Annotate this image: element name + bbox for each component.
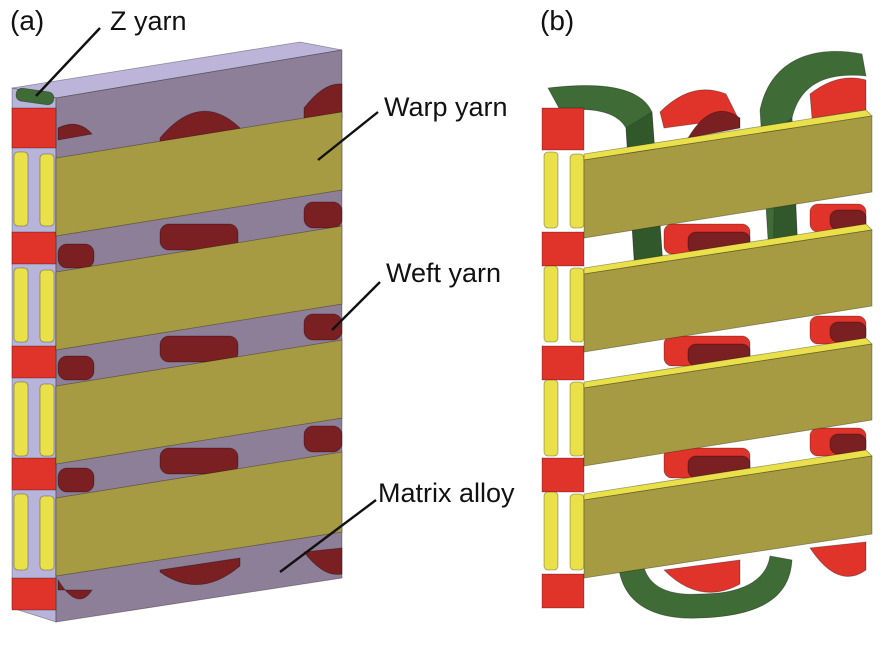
warp-yarn-leader-line — [317, 111, 379, 161]
z-yarn-label: Z yarn — [110, 6, 187, 36]
warp-yarn-ends-b — [543, 151, 585, 571]
weft-yarn-ends-b — [541, 107, 585, 609]
weft-yarn-label: Weft yarn — [386, 258, 501, 288]
warp-yarn-bands-b — [583, 109, 873, 579]
matrix-alloy-leader-line — [279, 499, 377, 573]
matrix-alloy-label: Matrix alloy — [378, 478, 515, 508]
z-yarn-tip-a — [15, 87, 55, 106]
z-yarn-leader-line — [35, 27, 101, 97]
panel-b-model — [541, 50, 873, 619]
weft-yarn-ends-a — [11, 107, 57, 611]
panel-a-model — [11, 41, 343, 623]
panel-a-label: (a) — [10, 5, 44, 36]
weft-yarn-leader-line — [331, 281, 381, 331]
panel-b-label: (b) — [540, 5, 574, 36]
warp-yarn-bands-a — [55, 111, 343, 577]
warp-yarn-ends-a — [13, 151, 55, 571]
weft-yarn-sections-a — [57, 83, 343, 600]
warp-yarn-label: Warp yarn — [384, 92, 508, 122]
